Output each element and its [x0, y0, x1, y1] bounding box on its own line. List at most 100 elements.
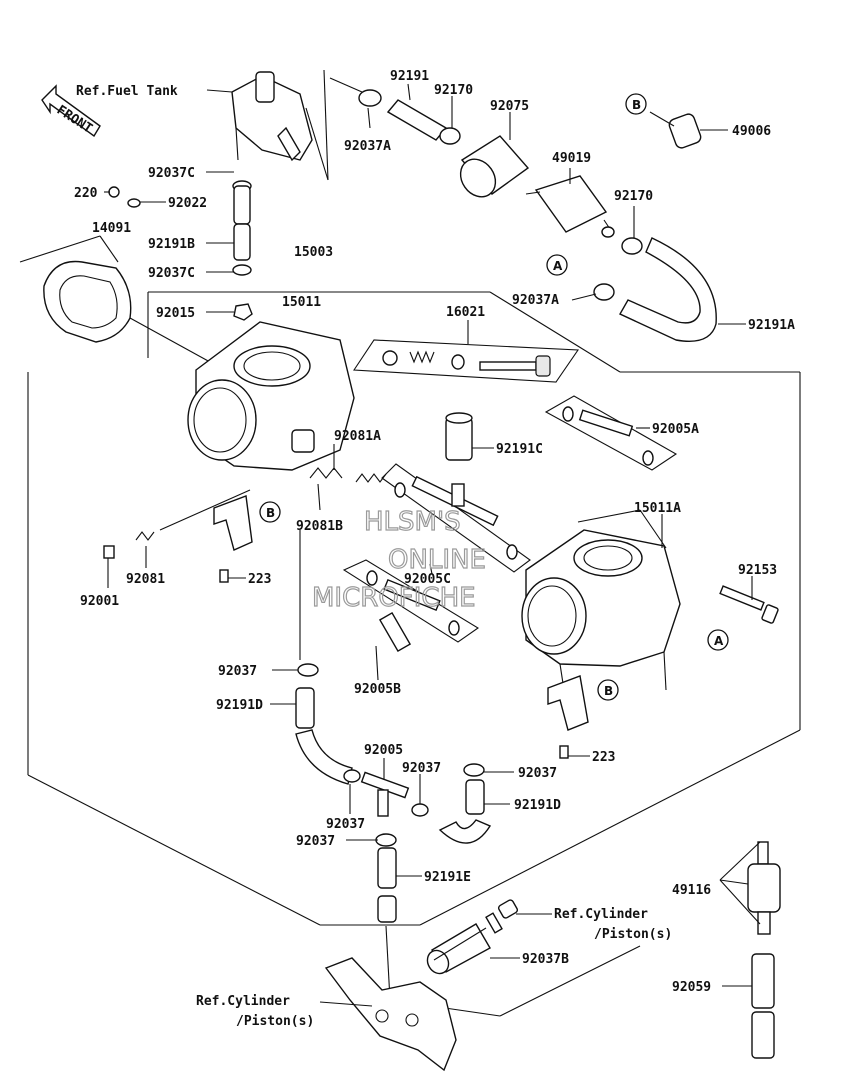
clamp-92037-d [463, 763, 485, 777]
spring-92081 [135, 531, 155, 541]
label-92037C-1: 92037C [148, 166, 195, 181]
label-92081: 92081 [126, 572, 165, 587]
label-15003: 15003 [294, 245, 333, 260]
label-92022: 92022 [168, 196, 207, 211]
label-49006: 49006 [732, 124, 771, 139]
clamp-92037A-top [358, 89, 382, 107]
callout-a-top: A [546, 254, 568, 276]
label-49019: 49019 [552, 151, 591, 166]
watermark-line-1: HLSM'S [364, 507, 461, 537]
label-92191D-right: 92191D [514, 798, 561, 813]
label-92005A: 92005A [652, 422, 699, 437]
label-92191D-left: 92191D [216, 698, 263, 713]
label-92037-e: 92037 [296, 834, 335, 849]
watermark: HLSM'S ONLINE MICROFICHE [311, 506, 486, 613]
label-92015: 92015 [156, 306, 195, 321]
label-223-right: 223 [592, 750, 615, 765]
fuel-valve [231, 71, 329, 181]
label-92005: 92005 [364, 743, 403, 758]
callout-b-right: B [597, 679, 619, 701]
label-92081A: 92081A [334, 429, 381, 444]
label-92037C-2: 92037C [148, 266, 195, 281]
hose-92191C [445, 412, 473, 461]
pipe-92005C [381, 463, 531, 573]
label-14091: 14091 [92, 221, 131, 236]
pipe-92005B [342, 559, 480, 653]
callout-b-top: B [625, 93, 647, 115]
label-220: 220 [74, 186, 98, 201]
ref-cylinder-right-2: /Piston(s) [594, 927, 672, 942]
label-92037-a: 92037 [218, 664, 257, 679]
clamp-92037-a [297, 663, 319, 677]
label-92059: 92059 [672, 980, 711, 995]
svg-text:A: A [714, 634, 724, 648]
label-92001: 92001 [80, 594, 119, 609]
label-92191E: 92191E [424, 870, 471, 885]
label-92037-c: 92037 [326, 817, 365, 832]
label-92005C: 92005C [404, 572, 451, 587]
ref-cylinder-right-1: Ref.Cylinder [554, 907, 648, 922]
bracket-right [547, 675, 589, 731]
label-92081B: 92081B [296, 519, 343, 534]
bracket-left [213, 495, 253, 551]
bolt-ref-cylinder [485, 899, 519, 934]
label-92153: 92153 [738, 563, 777, 578]
part-labels: 92191 92170 92075 49006 92037A 49019 921… [74, 69, 795, 1029]
callout-a-right: A [707, 629, 729, 651]
watermark-line-2: ONLINE [388, 545, 486, 575]
screw-223-right [559, 745, 569, 759]
hose-92191D-right [438, 779, 492, 844]
watermark-line-3: MICROFICHE [312, 583, 476, 613]
label-92191C: 92191C [496, 442, 543, 457]
label-92191-top: 92191 [390, 69, 429, 84]
label-92037-d: 92037 [518, 766, 557, 781]
clamp-92037-c [411, 803, 429, 817]
ref-cylinder-left-1: Ref.Cylinder [196, 994, 290, 1009]
label-92037B: 92037B [522, 952, 569, 967]
callout-b-left: B [259, 501, 281, 523]
svg-text:B: B [632, 98, 641, 112]
washer-92022 [127, 198, 141, 208]
svg-text:B: B [604, 684, 613, 698]
clamp-92170-mid [621, 237, 643, 255]
label-92170-mid: 92170 [614, 189, 653, 204]
label-16021: 16021 [446, 305, 485, 320]
screw-220 [108, 186, 120, 198]
nut-92015 [233, 303, 253, 321]
hose-92191B [233, 185, 251, 261]
ref-fuel-tank-label: Ref.Fuel Tank [76, 84, 178, 99]
label-92037A-mid: 92037A [512, 293, 559, 308]
ref-cylinder-left-2: /Piston(s) [236, 1014, 314, 1029]
label-92037A-top: 92037A [344, 139, 391, 154]
pipe-92005A [544, 395, 678, 471]
hose-92191D-left [295, 687, 353, 785]
clamp-92037-b [343, 769, 361, 783]
spring-92081A [355, 473, 387, 483]
label-223-left: 223 [248, 572, 271, 587]
clamp-92037C-2 [232, 264, 252, 276]
cap-49006 [668, 113, 702, 149]
fuel-hose-92191A [619, 237, 717, 342]
label-15011A: 15011A [634, 501, 681, 516]
hose-92059 [751, 953, 775, 1059]
label-92170-top: 92170 [434, 83, 473, 98]
label-49116: 49116 [672, 883, 711, 898]
hose-92037B [426, 923, 491, 975]
label-15011: 15011 [282, 295, 321, 310]
clamp-92037A-mid [593, 283, 615, 301]
carburetor-15011 [187, 321, 355, 471]
carburetor-15011A [521, 529, 681, 667]
tee-92005 [360, 771, 410, 817]
label-92191B: 92191B [148, 237, 195, 252]
screw-92001 [103, 545, 115, 559]
screw-92153 [719, 585, 779, 624]
clamp-92170-top [439, 127, 461, 145]
svg-text:A: A [553, 259, 563, 273]
screw-223-left [219, 569, 229, 583]
label-92191A: 92191A [748, 318, 795, 333]
shaft-set-16021 [353, 339, 580, 383]
intake-holder-14091 [43, 260, 132, 343]
label-92005B: 92005B [354, 682, 401, 697]
fuel-hose-92191 [386, 99, 448, 141]
cylinder-ref-bottom [324, 957, 457, 1072]
